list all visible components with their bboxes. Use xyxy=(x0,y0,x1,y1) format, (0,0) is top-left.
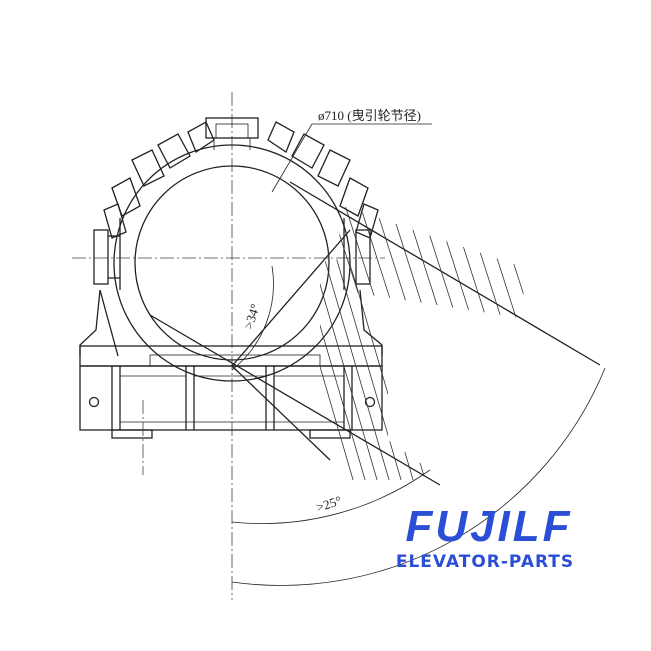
rope-line-a xyxy=(231,365,331,461)
outer-angle-arc xyxy=(231,367,606,586)
angle-25-label: >25° xyxy=(314,493,343,515)
left-mount-hole xyxy=(88,396,100,408)
angle-34-arc xyxy=(231,265,274,371)
right-mount-hole xyxy=(364,396,376,408)
fujilf-logo: FUJILF xyxy=(405,502,573,551)
rope-line-b xyxy=(149,314,441,486)
sheave-outer-circle xyxy=(113,144,351,382)
angle-34-label: >34° xyxy=(241,302,263,331)
diameter-leader xyxy=(271,123,432,193)
right-brake-assembly xyxy=(267,121,379,290)
rope-line-c xyxy=(289,181,601,366)
angle-25-arc xyxy=(231,469,431,524)
lower-hatch xyxy=(320,258,429,480)
rope-line-d xyxy=(231,229,351,367)
left-brake-assembly xyxy=(93,121,215,290)
base-frame xyxy=(79,365,383,439)
sheave-inner-circle xyxy=(134,165,330,361)
top-cap-inner xyxy=(215,123,249,139)
elevator-parts-label: ELEVATOR-PARTS xyxy=(395,552,575,572)
diameter-label: ø710 (曳引轮节径) xyxy=(318,108,421,123)
